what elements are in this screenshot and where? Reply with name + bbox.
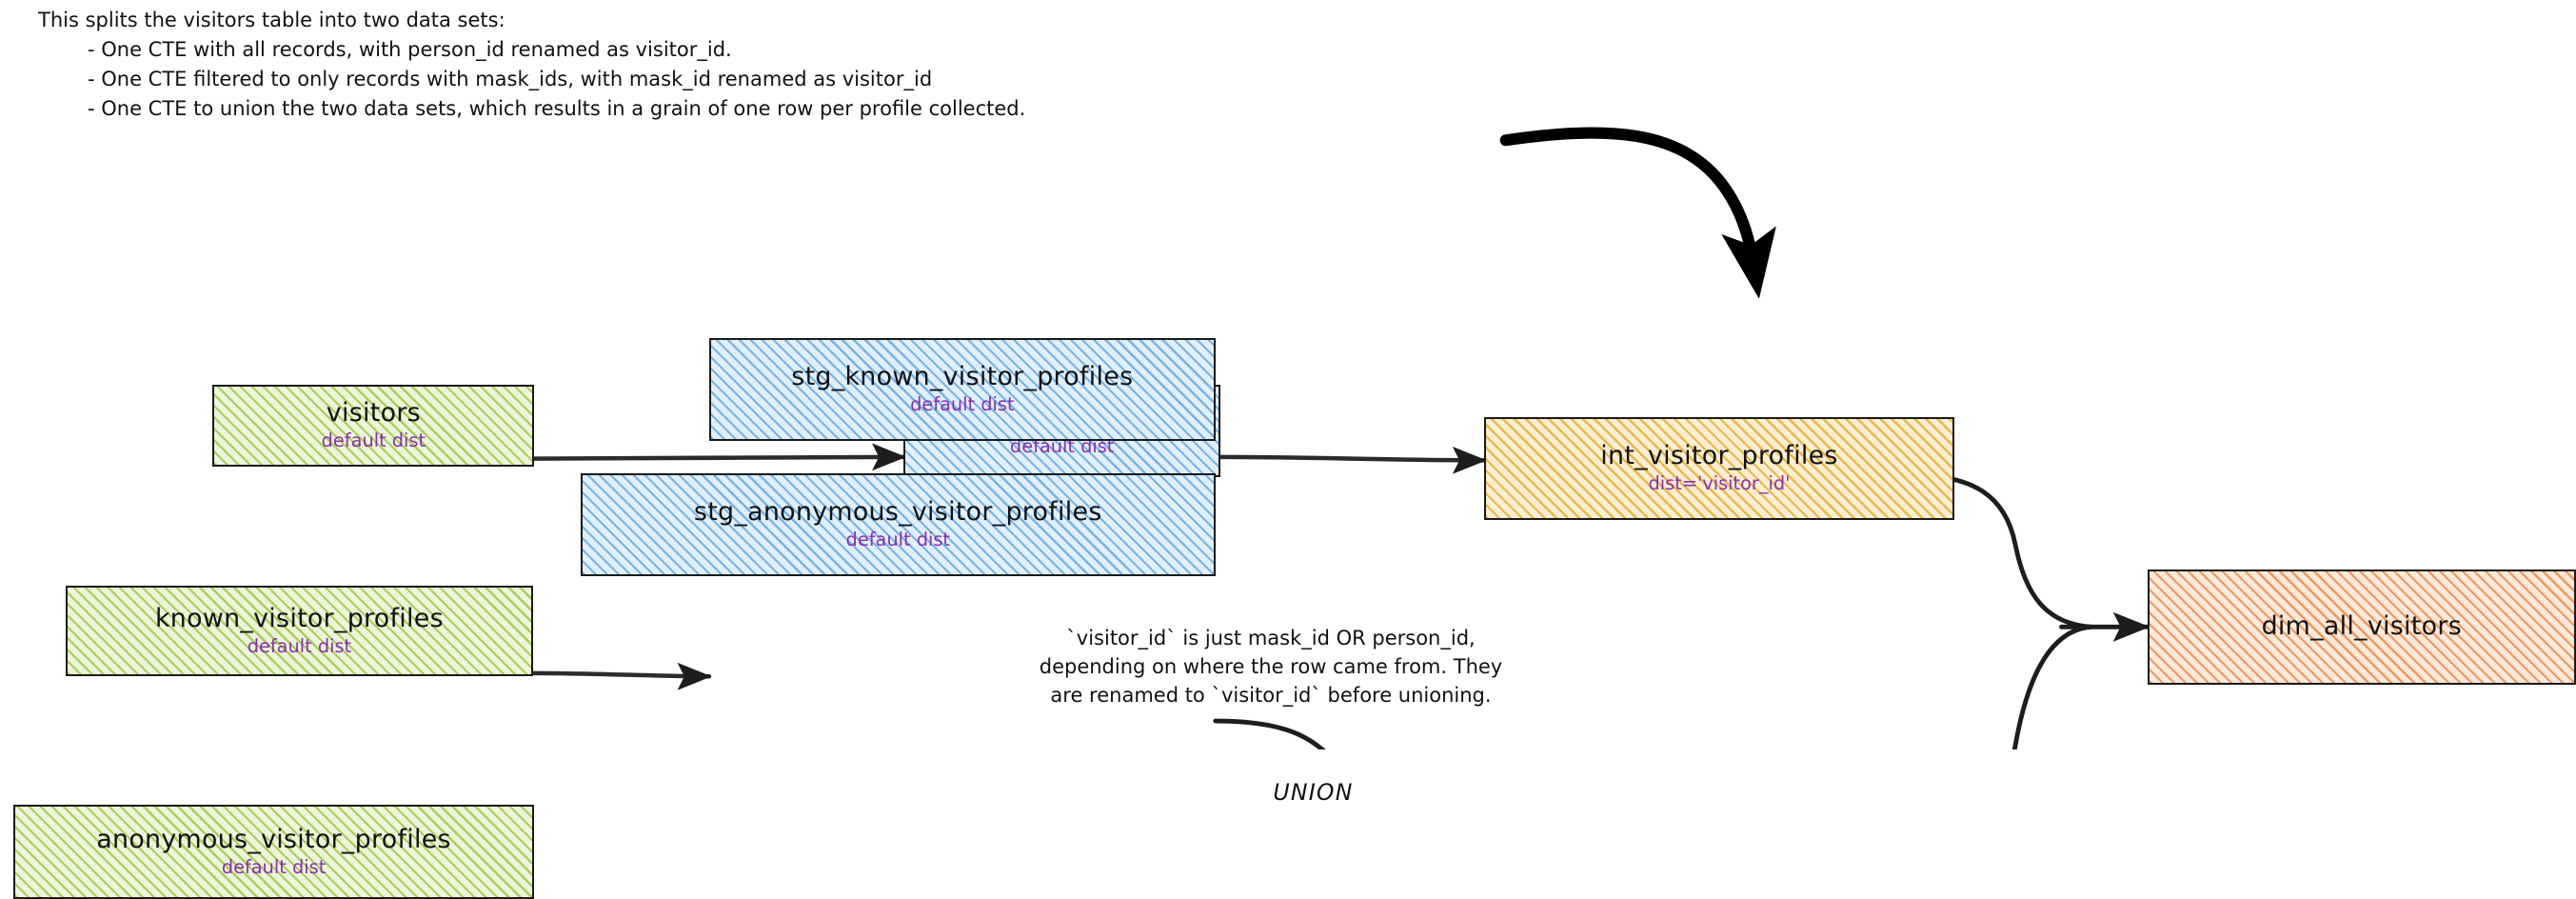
callout-line-3: are renamed to `visitor_id` before union… xyxy=(1050,684,1492,707)
node-int-visitor-profiles[interactable]: int_visitor_profiles dist='visitor_id' xyxy=(1484,417,1954,520)
notes-bullet-1: - One CTE with all records, with person_… xyxy=(88,38,732,61)
edge-stg-known-to-union xyxy=(1213,718,1326,749)
node-subtitle: default dist xyxy=(247,635,352,658)
edge-label-union: UNION xyxy=(1273,778,1354,806)
node-title: stg_known_visitor_profiles xyxy=(791,362,1134,392)
edge-stg-visitors-to-int-visitors xyxy=(1218,446,1487,474)
notes-bullet-2: - One CTE filtered to only records with … xyxy=(88,68,933,90)
notes-heading: This splits the visitors table into two … xyxy=(38,9,505,31)
callout-line-1: `visitor_id` is just mask_id OR person_i… xyxy=(1066,627,1476,649)
edge-int-visitor-profiles-to-dim xyxy=(2011,624,2094,749)
node-subtitle: default dist xyxy=(910,393,1015,416)
node-title: known_visitor_profiles xyxy=(154,603,444,633)
node-subtitle: default dist xyxy=(845,529,950,551)
node-dim-all-visitors[interactable]: dim_all_visitors xyxy=(2147,569,2576,685)
node-subtitle: default dist xyxy=(321,430,426,452)
notes-bullet-3: - One CTE to union the two data sets, wh… xyxy=(88,97,1026,120)
callout-line-2: depending on where the row came from. Th… xyxy=(1039,655,1503,678)
edge-known-to-stg-known xyxy=(530,662,712,690)
node-title: int_visitor_profiles xyxy=(1600,441,1838,471)
edge-visitors-to-stg-visitors xyxy=(532,443,907,471)
callout-note: `visitor_id` is just mask_id OR person_i… xyxy=(938,624,1604,709)
node-subtitle: dist='visitor_id' xyxy=(1648,472,1791,495)
callout-arrow-top xyxy=(1499,127,1776,299)
node-anonymous-visitor-profiles[interactable]: anonymous_visitor_profiles default dist xyxy=(12,805,535,899)
node-title: dim_all_visitors xyxy=(2261,611,2462,642)
node-visitors[interactable]: visitors default dist xyxy=(212,384,535,468)
diagram-canvas: This splits the visitors table into two … xyxy=(12,6,2576,899)
node-title: stg_anonymous_visitor_profiles xyxy=(693,497,1102,528)
notes-block: This splits the visitors table into two … xyxy=(38,6,1466,124)
node-stg-known-visitor-profiles[interactable]: stg_known_visitor_profiles default dist xyxy=(708,338,1216,441)
node-subtitle: default dist xyxy=(1009,434,1115,457)
node-subtitle: default dist xyxy=(221,856,327,879)
node-stg-anonymous-visitor-profiles[interactable]: stg_anonymous_visitor_profiles default d… xyxy=(580,473,1216,576)
node-known-visitor-profiles[interactable]: known_visitor_profiles default dist xyxy=(66,586,533,677)
node-title: visitors xyxy=(326,398,421,429)
node-title: anonymous_visitor_profiles xyxy=(96,825,451,855)
